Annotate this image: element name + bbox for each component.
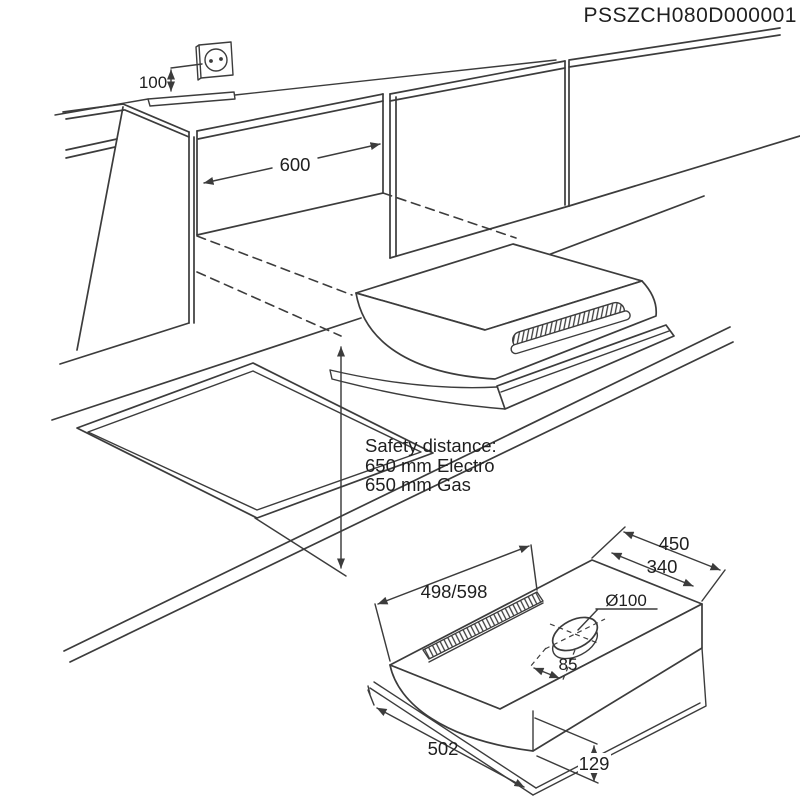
- hood-visor-rim: [496, 324, 675, 410]
- power-outlet-icon: [170, 41, 234, 81]
- safety-electro: 650 mm Electro: [365, 455, 495, 476]
- projection-dashed-lines: [196, 192, 517, 337]
- outlet-recess-notch: [147, 91, 236, 107]
- countertop: [51, 195, 734, 663]
- counter-back-edge-right: [547, 195, 705, 256]
- duct-diameter-dimension: Ø100: [577, 591, 658, 631]
- front-height-label: 129: [579, 753, 610, 774]
- cabinet-left: [59, 103, 195, 365]
- hob-inner-edge: [87, 370, 422, 511]
- hood-handle: [510, 301, 631, 355]
- niche-back-panel: [196, 93, 384, 236]
- hob: [76, 362, 434, 519]
- depth-label: 450: [659, 533, 690, 554]
- depth-dimensions: 450 340: [591, 526, 726, 602]
- hood-front-face: [355, 280, 658, 380]
- duct-to-back-label: 340: [647, 556, 678, 577]
- part-number: PSSZCH080D000001: [584, 4, 797, 27]
- bottom-depth-dimension: 502: [367, 689, 525, 788]
- niche-width-dimension: 600: [203, 142, 381, 185]
- counter-back-edge: [51, 317, 362, 421]
- width-label: 498/598: [421, 581, 488, 602]
- duct-hole: [544, 616, 606, 660]
- duct-offset-label: 85: [559, 655, 578, 674]
- hob-outer-edge: [76, 362, 434, 519]
- hood-dimension-drawing: Ø100 85 498/598 450 340 502: [367, 526, 726, 796]
- safety-distance-note: Safety distance: 650 mm Electro 650 mm G…: [365, 435, 497, 495]
- label-backing: [578, 753, 611, 773]
- cabinet-right: [389, 27, 800, 259]
- outlet-leader-line: [170, 63, 203, 69]
- hood-visor-left-wrap: [329, 369, 506, 410]
- counter-front-edge-inner: [69, 341, 734, 663]
- front-height-dimension: 129: [534, 717, 611, 784]
- safety-gas: 650 mm Gas: [365, 474, 471, 495]
- wall-cabinets: [54, 27, 800, 365]
- safety-distance-dimension: [254, 346, 347, 577]
- wall-top-line-right: [234, 59, 557, 96]
- niche-width-label: 600: [280, 154, 311, 175]
- width-dimension: 498/598: [374, 544, 538, 662]
- grille-slot: [422, 591, 544, 660]
- cooker-hood-installed: [329, 243, 675, 410]
- duct-offset-dimension: 85: [529, 647, 578, 683]
- duct-diameter-label: Ø100: [605, 591, 647, 610]
- safety-title: Safety distance:: [365, 435, 497, 456]
- hob-surface-extension-line: [254, 517, 347, 577]
- outlet-height-dimension: 100: [139, 69, 175, 92]
- outlet-height-label: 100: [139, 73, 167, 92]
- counter-front-edge: [63, 326, 731, 652]
- bottom-depth-label: 502: [428, 738, 459, 759]
